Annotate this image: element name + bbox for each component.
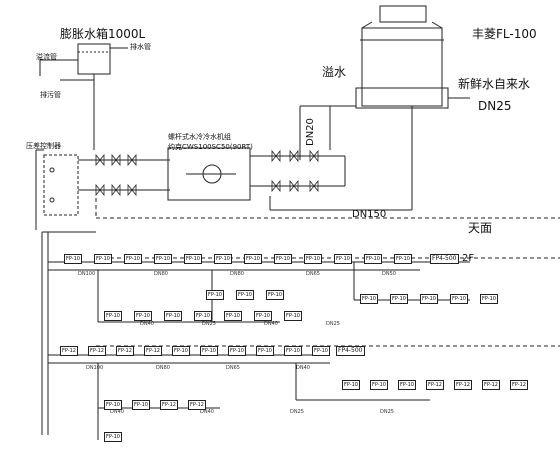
chiller-name: 螺杆式水冷冷水机组: [168, 133, 231, 141]
pressure-control-box: [43, 154, 79, 216]
pipe-size-tag: DN25: [202, 321, 216, 327]
pressure-control-label: 压差控制器: [26, 142, 61, 150]
fan-coil-unit: FP-10: [134, 311, 152, 321]
fan-coil-unit: FP-10: [236, 290, 254, 300]
fan-coil-unit: FP-12: [144, 346, 162, 356]
fan-coil-unit: FP-10: [312, 346, 330, 356]
chiller-shape: [167, 147, 251, 201]
fan-coil-unit: FP-10: [254, 311, 272, 321]
chiller-model: 约克CWS100SC50(90RT): [168, 143, 253, 151]
fan-coil-unit: FP-10: [420, 294, 438, 304]
pipe-dn25: DN25: [478, 99, 512, 113]
fan-coil-unit: FP-10: [244, 254, 262, 264]
fan-coil-unit: FP-12: [116, 346, 134, 356]
fan-coil-unit: FP-10: [214, 254, 232, 264]
fan-coil-unit: FP-10: [224, 311, 242, 321]
cooling-tower-body: [361, 27, 443, 107]
pipe-size-tag: DN65: [226, 365, 240, 371]
pipe-size-tag: DN100: [78, 271, 96, 277]
cooling-tower-fan: [379, 5, 427, 23]
pipe-size-tag: DN40: [296, 365, 310, 371]
fan-coil-unit: FP4-500: [430, 254, 459, 264]
floor-2f-label: 2F: [462, 253, 475, 264]
fan-coil-unit: FP-10: [284, 311, 302, 321]
fan-coil-unit: FP-10: [104, 311, 122, 321]
fan-coil-unit: FP-10: [256, 346, 274, 356]
drain-pipe-label: 排污管: [40, 91, 61, 99]
fan-coil-unit: FP-10: [104, 432, 122, 442]
fan-coil-unit: FP-10: [334, 254, 352, 264]
fan-coil-unit: FP-12: [510, 380, 528, 390]
pipe-size-tag: DN40: [110, 409, 124, 415]
fan-coil-unit: FP-10: [342, 380, 360, 390]
pipe-size-tag: DN25: [326, 321, 340, 327]
fan-coil-unit: FP-10: [172, 346, 190, 356]
fan-coil-unit: FP-10: [274, 254, 292, 264]
fan-coil-unit: FP-10: [450, 294, 468, 304]
pipe-size-tag: DN25: [380, 409, 394, 415]
fan-coil-unit: FP-10: [228, 346, 246, 356]
fan-coil-unit: FP-10: [184, 254, 202, 264]
fan-coil-unit: FP-10: [360, 294, 378, 304]
fan-coil-unit: FP-10: [104, 400, 122, 410]
fan-coil-unit: FP-10: [364, 254, 382, 264]
fan-coil-unit: FP-10: [194, 311, 212, 321]
pipe-size-tag: DN40: [200, 409, 214, 415]
overflow-label: 溢水: [322, 65, 347, 79]
pipe-dn20: DN20: [305, 118, 316, 146]
pipe-size-tag: DN80: [156, 365, 170, 371]
fresh-water-label: 新鲜水自来水: [458, 77, 531, 91]
pipe-size-tag: DN100: [86, 365, 104, 371]
fan-coil-unit: FP-12: [482, 380, 500, 390]
pipe-size-tag: DN80: [230, 271, 244, 277]
expansion-tank-shape: [77, 43, 111, 75]
fan-coil-unit: FP-10: [284, 346, 302, 356]
fan-coil-unit: FP-12: [60, 346, 78, 356]
fan-coil-unit: FP-10: [64, 254, 82, 264]
fan-coil-unit: FP-10: [132, 400, 150, 410]
fan-coil-unit: FP-10: [394, 254, 412, 264]
fan-coil-unit: FP-10: [206, 290, 224, 300]
fan-coil-unit: FP4-500: [336, 346, 365, 356]
fan-coil-unit: FP-10: [164, 311, 182, 321]
pipe-size-tag: DN50: [382, 271, 396, 277]
fan-coil-unit: FP-10: [94, 254, 112, 264]
pipe-size-tag: DN80: [154, 271, 168, 277]
pipe-size-tag: DN40: [264, 321, 278, 327]
fan-coil-unit: FP-10: [154, 254, 172, 264]
overflow-pipe-label: 溢流管: [36, 53, 57, 61]
pipe-size-tag: DN25: [290, 409, 304, 415]
expansion-tank-label: 膨胀水箱1000L: [60, 27, 146, 41]
fan-coil-unit: FP-12: [454, 380, 472, 390]
fan-coil-unit: FP-12: [426, 380, 444, 390]
cooling-tower-label: 丰菱FL-100: [472, 27, 537, 41]
fan-coil-unit: FP-10: [370, 380, 388, 390]
exhaust-pipe-label: 排水管: [130, 43, 151, 51]
fan-coil-unit: FP-10: [124, 254, 142, 264]
fan-coil-unit: FP-10: [398, 380, 416, 390]
fan-coil-unit: FP-10: [200, 346, 218, 356]
fan-coil-unit: FP-10: [390, 294, 408, 304]
fan-coil-unit: FP-12: [160, 400, 178, 410]
fan-coil-unit: FP-10: [266, 290, 284, 300]
fan-coil-unit: FP-10: [304, 254, 322, 264]
pipe-size-tag: DN40: [140, 321, 154, 327]
pipe-size-tag: DN65: [306, 271, 320, 277]
roof-label: 天面: [468, 221, 493, 235]
fan-coil-unit: FP-10: [480, 294, 498, 304]
pipe-dn150: DN150: [352, 209, 387, 220]
fan-coil-unit: FP-12: [188, 400, 206, 410]
fan-coil-unit: FP-12: [88, 346, 106, 356]
